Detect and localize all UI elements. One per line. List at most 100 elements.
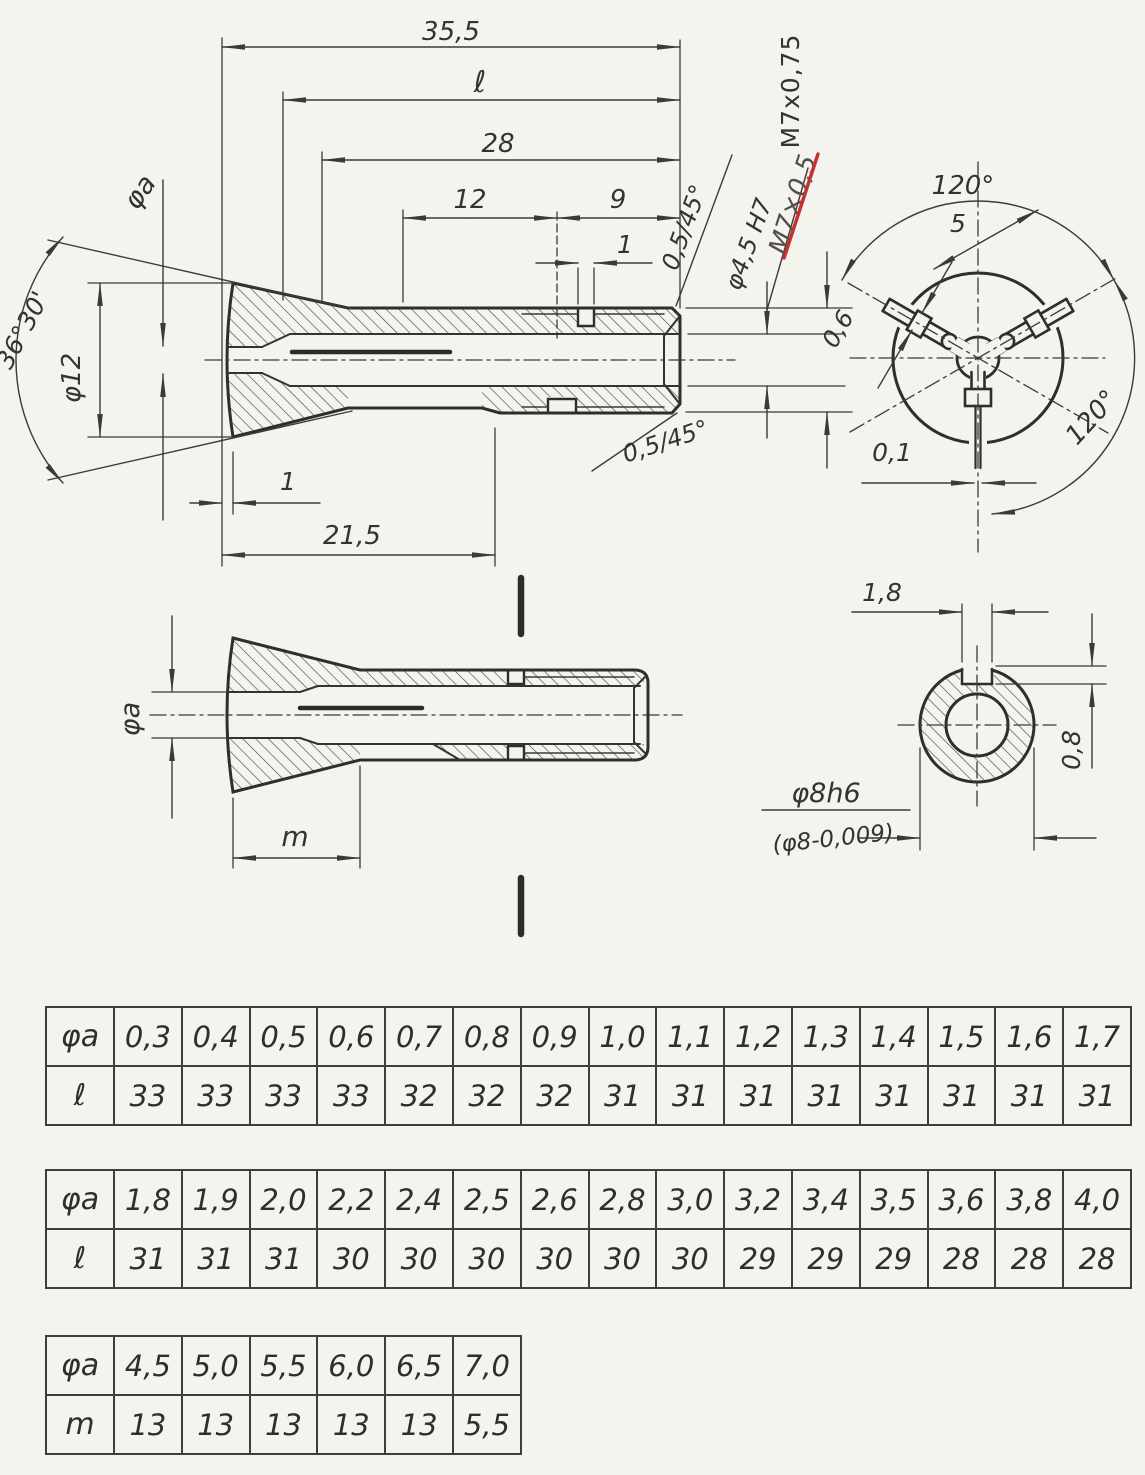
value-cell: 31 — [926, 1065, 997, 1126]
dim-total-label: 35,5 — [422, 17, 480, 47]
extension-lines — [87, 37, 853, 567]
value-cell: 0,7 — [384, 1006, 454, 1067]
head-dia-label: φ12 — [57, 353, 87, 403]
value-cell: 28 — [926, 1228, 997, 1289]
value-cell: 2,8 — [587, 1169, 658, 1230]
dim-28-label: 28 — [481, 129, 514, 159]
value-cell: 13 — [248, 1394, 319, 1455]
value-cell: 28 — [1062, 1228, 1132, 1289]
extension-lines-rear — [919, 603, 1107, 851]
collet-outline — [225, 281, 682, 439]
value-cell: 32 — [519, 1065, 590, 1126]
value-cell: 1,9 — [180, 1169, 251, 1230]
value-cell: 6,5 — [384, 1335, 454, 1396]
value-cell: 31 — [587, 1065, 658, 1126]
value-cell: 2,6 — [519, 1169, 590, 1230]
value-cell: 3,8 — [994, 1169, 1065, 1230]
dim-12-label: 12 — [453, 185, 486, 215]
dimension-lines — [15, 44, 830, 558]
dim-l-label: ℓ — [473, 65, 486, 100]
value-cell: 6,0 — [316, 1335, 387, 1396]
extension-lines-2 — [151, 691, 361, 869]
value-cell: 1,1 — [655, 1006, 726, 1067]
value-cell: 33 — [180, 1065, 251, 1126]
value-cell: 31 — [858, 1065, 929, 1126]
keyway-patch — [960, 661, 994, 683]
value-cell: 2,0 — [248, 1169, 319, 1230]
row-header-cell: ℓ — [45, 1065, 115, 1126]
value-cell: 30 — [655, 1228, 726, 1289]
value-cell: 28 — [994, 1228, 1065, 1289]
value-cell: 4,0 — [1062, 1169, 1132, 1230]
value-cell: 0,8 — [451, 1006, 522, 1067]
chamfer-bottom-label: 0,5/45° — [619, 414, 712, 468]
key-depth-label: 0,8 — [1057, 730, 1086, 770]
value-cell: 31 — [1062, 1065, 1132, 1126]
row-header-cell: m — [45, 1394, 115, 1455]
value-cell: 31 — [113, 1228, 183, 1289]
value-cell: 31 — [994, 1065, 1065, 1126]
dim-9-label: 9 — [610, 185, 627, 215]
bottom-notch — [548, 397, 576, 414]
dim-slot-width-label: 1 — [617, 230, 633, 259]
pilot-dia-label: φa — [117, 169, 162, 215]
value-cell: 1,3 — [790, 1006, 861, 1067]
shank-outer-circle — [918, 668, 1036, 784]
value-cell: 32 — [451, 1065, 522, 1126]
value-cell: 1,8 — [113, 1169, 183, 1230]
thread-root-lines-2 — [523, 676, 635, 754]
angle-lower-label: 120° — [1060, 384, 1124, 451]
thread-root-lines — [521, 313, 665, 408]
slot-width-label: 0,6 — [816, 305, 859, 352]
value-cell: 0,3 — [113, 1006, 183, 1067]
value-cell: 0,4 — [180, 1006, 251, 1067]
row-header-cell: φa — [45, 1169, 115, 1230]
value-cell: 33 — [316, 1065, 387, 1126]
thread-corrected-label: M7x0,75 — [776, 34, 805, 149]
top-notch-2 — [508, 667, 524, 686]
pilot-dia-label-2: φa — [115, 702, 146, 736]
top-slot — [578, 305, 594, 326]
value-cell: 32 — [384, 1065, 454, 1126]
value-cell: 30 — [519, 1228, 590, 1289]
value-cell: 29 — [723, 1228, 793, 1289]
value-cell: 1,7 — [1062, 1006, 1132, 1067]
row-header-cell: φa — [45, 1006, 115, 1067]
value-cell: 1,4 — [858, 1006, 929, 1067]
collet-technical-drawing: 35,5 ℓ 28 12 9 1 36°30' φa φ12 1 21,5 0,… — [0, 17, 1136, 938]
value-cell: 1,2 — [723, 1006, 793, 1067]
bottom-notch-2 — [508, 744, 524, 763]
red-strike-line — [782, 152, 820, 260]
angle-upper-label: 120° — [932, 171, 995, 201]
value-cell: 5,0 — [180, 1335, 251, 1396]
view-front: 120° 5 0,6 0,1 120° — [816, 161, 1136, 553]
value-cell: 30 — [587, 1228, 658, 1289]
value-cell: 1,6 — [994, 1006, 1065, 1067]
value-cell: 0,9 — [519, 1006, 590, 1067]
row-header-cell: ℓ — [45, 1228, 115, 1289]
value-cell: 33 — [113, 1065, 183, 1126]
slot-length-label: 5 — [950, 209, 966, 238]
value-cell: 7,0 — [451, 1335, 522, 1396]
value-cell: 29 — [790, 1228, 861, 1289]
dim-21-5-label: 21,5 — [323, 521, 381, 551]
value-cell: 13 — [316, 1394, 387, 1455]
chamfer-top-label: 0,5/45° — [656, 181, 713, 274]
value-cell: 3,5 — [858, 1169, 929, 1230]
dim-m-label: m — [281, 820, 308, 853]
dimension-lines-2 — [169, 615, 361, 861]
value-cell: 30 — [316, 1228, 387, 1289]
value-cell: 0,6 — [316, 1006, 387, 1067]
dim-head-edge-label: 1 — [280, 467, 296, 496]
collet-outline-2 — [225, 636, 650, 794]
value-cell: 3,6 — [926, 1169, 997, 1230]
value-cell: 13 — [180, 1394, 251, 1455]
value-cell: 1,5 — [926, 1006, 997, 1067]
bore-lines-2 — [226, 675, 647, 761]
centerlines-rear — [897, 645, 1057, 807]
value-cell: 1,0 — [587, 1006, 658, 1067]
